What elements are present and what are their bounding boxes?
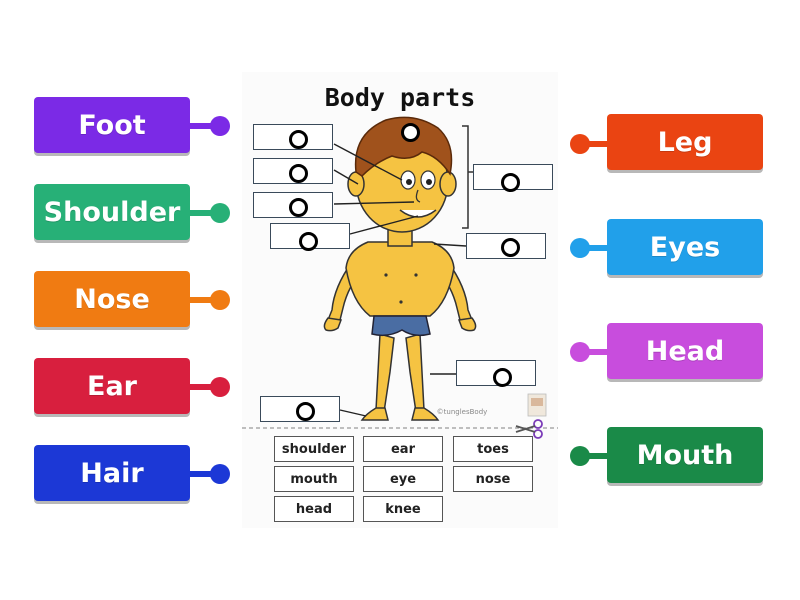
word-card: shoulder (274, 436, 354, 462)
tile-label: Leg (657, 126, 713, 158)
tile-connector (190, 384, 214, 390)
worksheet-image: Body parts (242, 72, 558, 528)
target-ring-icon[interactable] (501, 173, 520, 192)
target-ring-icon[interactable] (401, 123, 420, 142)
word-card: mouth (274, 466, 354, 492)
tile-connector (586, 141, 610, 147)
tile-label: Shoulder (43, 196, 181, 228)
target-ring-icon[interactable] (289, 130, 308, 149)
worksheet-credit: ©tunglesBody (437, 408, 488, 416)
connector-dot-icon[interactable] (570, 134, 590, 154)
tile-label: Eyes (649, 231, 721, 263)
tile-ear[interactable]: Ear (34, 358, 190, 414)
tile-head[interactable]: Head (607, 323, 763, 379)
hair (354, 116, 453, 177)
target-ring-icon[interactable] (493, 368, 512, 387)
word-card: eye (363, 466, 443, 492)
tile-mouth[interactable]: Mouth (607, 427, 763, 483)
tile-label: Head (645, 335, 725, 367)
tile-label: Nose (74, 283, 150, 315)
word-card: ear (363, 436, 443, 462)
tile-connector (586, 453, 610, 459)
word-card: nose (453, 466, 533, 492)
right-leg (405, 333, 425, 413)
connector-dot-icon[interactable] (570, 238, 590, 258)
target-ring-icon[interactable] (289, 164, 308, 183)
target-ring-icon[interactable] (296, 402, 315, 421)
tile-connector (190, 471, 214, 477)
tile-label: Mouth (636, 439, 734, 471)
tile-connector (586, 245, 610, 251)
target-ring-icon[interactable] (289, 198, 308, 217)
tile-label: Ear (87, 370, 137, 402)
connector-dot-icon[interactable] (210, 464, 230, 484)
word-card: head (274, 496, 354, 522)
tile-connector (190, 210, 214, 216)
connector-dot-icon[interactable] (210, 290, 230, 310)
tile-nose[interactable]: Nose (34, 271, 190, 327)
underwear (371, 315, 431, 337)
tile-connector (190, 123, 214, 129)
word-card: toes (453, 436, 533, 462)
connector-dot-icon[interactable] (570, 342, 590, 362)
target-ring-icon[interactable] (501, 238, 520, 257)
tile-connector (190, 297, 214, 303)
tile-connector (586, 349, 610, 355)
right-foot (411, 407, 440, 421)
tile-hair[interactable]: Hair (34, 445, 190, 501)
word-card: knee (363, 496, 443, 522)
tile-shoulder[interactable]: Shoulder (34, 184, 190, 240)
connector-dot-icon[interactable] (210, 116, 230, 136)
scissors-icon (515, 419, 543, 439)
left-leg (375, 333, 395, 413)
tile-label: Hair (80, 457, 144, 489)
connector-dot-icon[interactable] (210, 377, 230, 397)
connector-dot-icon[interactable] (210, 203, 230, 223)
worksheet-title: Body parts (325, 83, 476, 112)
tile-label: Foot (78, 109, 146, 141)
target-ring-icon[interactable] (299, 232, 318, 251)
connector-dot-icon[interactable] (570, 446, 590, 466)
body-illustration: Body parts (242, 83, 558, 439)
torso (345, 241, 455, 317)
tile-leg[interactable]: Leg (607, 114, 763, 170)
left-foot (360, 407, 389, 421)
tile-eyes[interactable]: Eyes (607, 219, 763, 275)
tile-foot[interactable]: Foot (34, 97, 190, 153)
head-bracket (462, 125, 469, 229)
